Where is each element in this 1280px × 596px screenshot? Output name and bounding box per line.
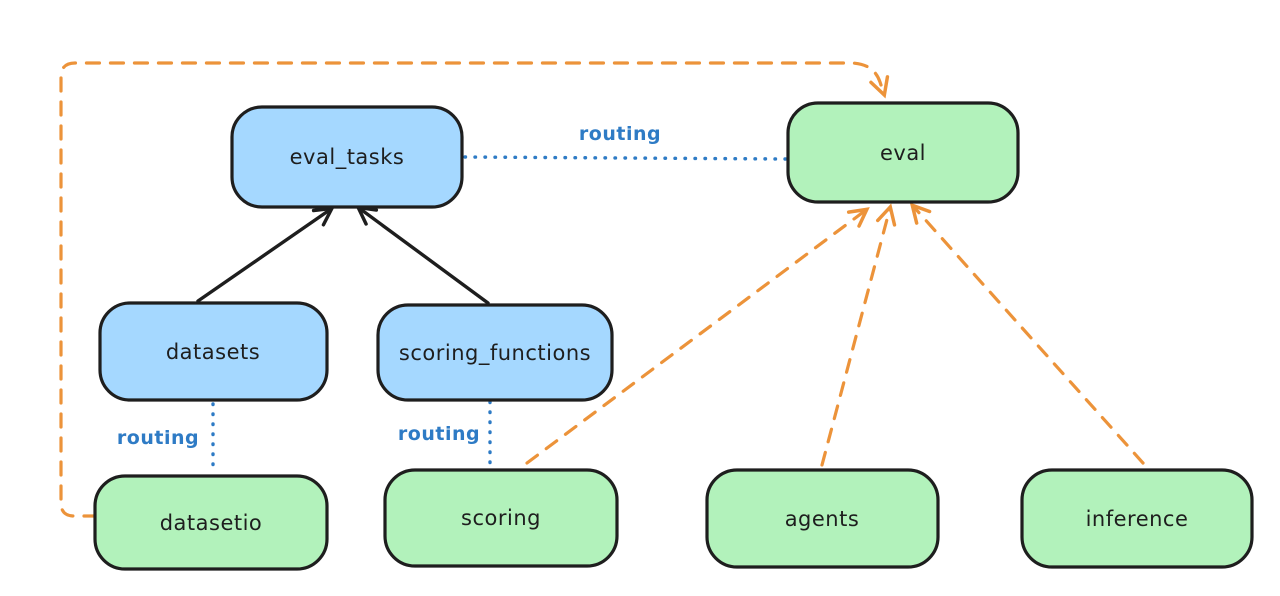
- node-datasets[interactable]: datasets: [98, 301, 329, 402]
- node-scoring-label: scoring: [461, 506, 541, 530]
- edge-evaltasks-eval-routing[interactable]: [463, 155, 788, 161]
- node-agents[interactable]: agents: [705, 468, 940, 569]
- node-eval-tasks[interactable]: eval_tasks: [230, 105, 464, 209]
- edge-label-routing-top: routing: [579, 123, 661, 145]
- edge-scoringfunctions-evaltasks[interactable]: [355, 205, 490, 305]
- edge-agents-eval[interactable]: [820, 203, 897, 467]
- edge-scoring-eval[interactable]: [525, 207, 870, 465]
- edge-datasets-evaltasks[interactable]: [196, 206, 335, 303]
- node-inference-label: inference: [1086, 507, 1189, 531]
- edge-datasetio-eval[interactable]: [59, 61, 890, 518]
- node-datasetio[interactable]: datasetio: [93, 474, 329, 571]
- node-scoring[interactable]: scoring: [383, 468, 619, 568]
- node-scoring-functions-label: scoring_functions: [399, 341, 591, 366]
- node-agents-label: agents: [785, 507, 860, 531]
- node-eval-tasks-label: eval_tasks: [290, 145, 405, 170]
- edge-label-routing-left: routing: [117, 427, 199, 449]
- edge-label-routing-mid: routing: [398, 423, 480, 445]
- node-inference[interactable]: inference: [1020, 468, 1254, 569]
- node-datasetio-label: datasetio: [160, 511, 263, 535]
- node-eval[interactable]: eval: [786, 101, 1020, 204]
- node-eval-label: eval: [880, 141, 926, 165]
- node-datasets-label: datasets: [166, 340, 260, 364]
- edge-inference-eval[interactable]: [909, 202, 1145, 465]
- node-scoring-functions[interactable]: scoring_functions: [376, 303, 614, 402]
